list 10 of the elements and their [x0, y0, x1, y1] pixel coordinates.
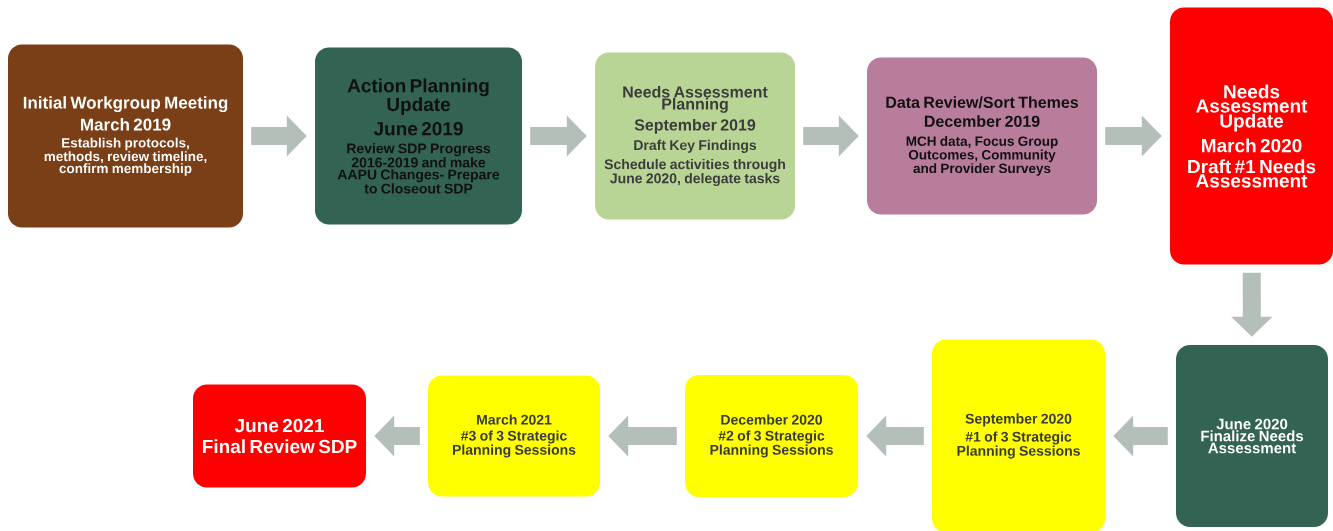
- process-box: Needs Assessment Update March 2020 Draft #1 Needs Assessment: [1170, 7, 1333, 265]
- process-box: March 2021 #3 of 3 Strategic Planning Sessions: [428, 375, 600, 497]
- process-box: December 2020 #2 of 3 Strategic Planning Sessions: [685, 375, 858, 497]
- process-box: Data Review/Sort Themes December 2019 MCH data, Focus Group Outcomes, Community and Provider Surveys: [867, 57, 1097, 215]
- process-box: June 2021 Final Review SDP: [193, 384, 366, 488]
- process-box: Initial Workgroup Meeting March 2019 Establish protocols, methods, review timeline, confirm membership: [8, 44, 243, 228]
- process-box: September 2020 #1 of 3 Strategic Planning Sessions: [932, 339, 1105, 531]
- process-box: Action Planning Update June 2019 Review SDP Progress 2016-2019 and make AAPU Changes- Prepare to Closeout SDP: [315, 47, 522, 225]
- process-box: Needs Assessment Planning September 2019 Draft Key Findings Schedule activities through June 2020, delegate tasks: [595, 52, 795, 220]
- process-box: June 2020 Finalize Needs Assessment: [1176, 345, 1328, 527]
